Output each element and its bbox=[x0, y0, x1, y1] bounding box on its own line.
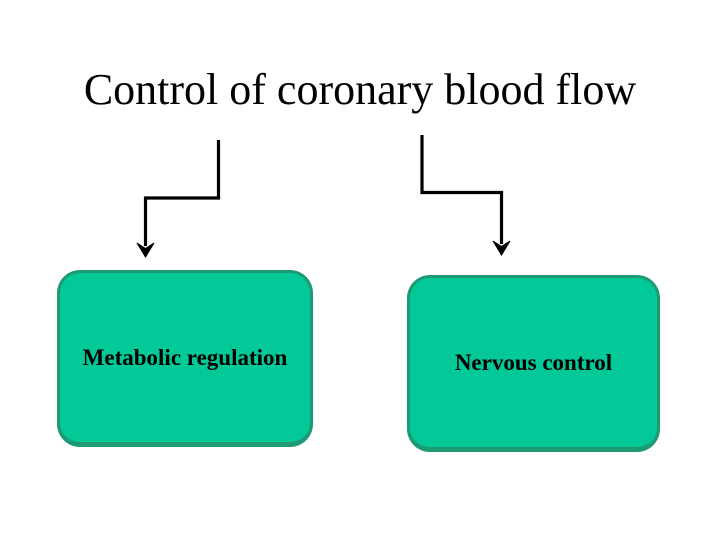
nervous-control-box: Nervous control bbox=[407, 275, 660, 452]
elbow-connector-left-arrow bbox=[136, 140, 221, 258]
metabolic-regulation-label: Metabolic regulation bbox=[82, 344, 288, 370]
slide-title: Control of coronary blood flow bbox=[83, 65, 637, 114]
elbow-connector-right-arrow bbox=[420, 135, 511, 256]
metabolic-regulation-box: Metabolic regulation bbox=[57, 270, 313, 447]
nervous-control-label: Nervous control bbox=[454, 349, 613, 375]
